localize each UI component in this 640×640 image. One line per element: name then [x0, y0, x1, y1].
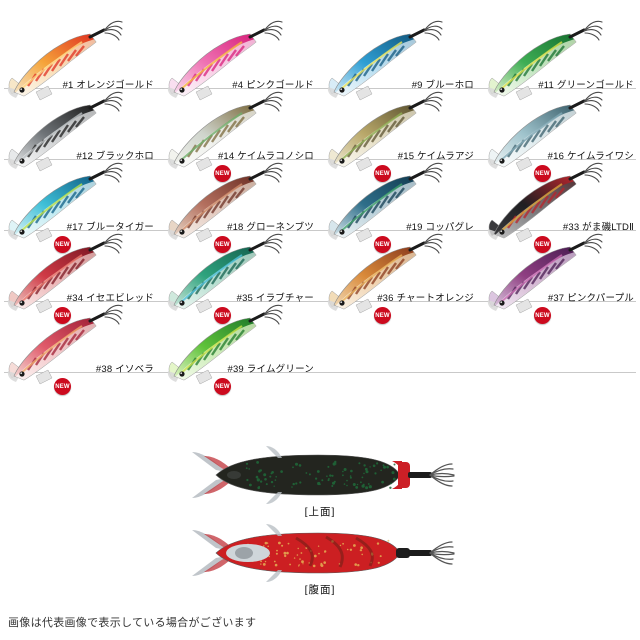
color-variant-item[interactable]: #38 イソベラNEW: [0, 318, 160, 389]
color-row: #34 イセエビレッドNEW: [0, 247, 640, 318]
color-variant-item[interactable]: #11 グリーンゴールド: [480, 34, 640, 105]
top-view-label: [上面]: [0, 504, 640, 519]
color-variant-label: #15 ケイムラアジ: [398, 151, 474, 163]
color-variant-label: #33 がま磯LTDⅡ: [563, 222, 634, 234]
color-variant-item[interactable]: #18 グローネンブツNEW: [160, 176, 320, 247]
color-variant-label: #36 チャートオレンジ: [377, 293, 474, 305]
color-variant-item[interactable]: #19 コッパグレNEW: [320, 176, 480, 247]
color-variant-item[interactable]: #9 ブルーホロ: [320, 34, 480, 105]
color-row: #17 ブルータイガーNEW: [0, 176, 640, 247]
color-variant-item[interactable]: #17 ブルータイガーNEW: [0, 176, 160, 247]
view-illustrations: [上面]: [0, 440, 640, 605]
color-row: #38 イソベラNEW: [0, 318, 640, 389]
color-variant-label: #11 グリーンゴールド: [538, 80, 634, 92]
color-row: #12 ブラックホロ: [0, 105, 640, 176]
color-variant-label: #4 ピンクゴールド: [232, 80, 314, 92]
color-variant-item[interactable]: #37 ピンクパープルNEW: [480, 247, 640, 318]
color-variant-label: #39 ライムグリーン: [227, 364, 314, 376]
color-variation-grid: #1 オレンジゴールド: [0, 0, 640, 430]
color-variant-item[interactable]: #4 ピンクゴールド: [160, 34, 320, 105]
color-variant-item[interactable]: #15 ケイムラアジNEW: [320, 105, 480, 176]
belly-view-label: [腹面]: [0, 582, 640, 597]
color-variant-label: #17 ブルータイガー: [67, 222, 154, 234]
color-variant-item[interactable]: #36 チャートオレンジNEW: [320, 247, 480, 318]
color-variant-label: #1 オレンジゴールド: [63, 80, 154, 92]
color-variant-label: #37 ピンクパープル: [548, 293, 634, 305]
color-row: #1 オレンジゴールド: [0, 34, 640, 105]
lure-top-view: [186, 446, 456, 504]
color-variant-label: #12 ブラックホロ: [77, 151, 155, 163]
color-variant-label: #34 イセエビレッド: [67, 293, 154, 305]
new-badge: NEW: [214, 378, 231, 395]
color-variant-item[interactable]: #14 ケイムラコノシロNEW: [160, 105, 320, 176]
color-variant-item[interactable]: #12 ブラックホロ: [0, 105, 160, 176]
color-variant-label: #14 ケイムラコノシロ: [218, 151, 314, 163]
color-variant-item[interactable]: #34 イセエビレッドNEW: [0, 247, 160, 318]
color-variant-label: #38 イソベラ: [96, 364, 154, 376]
color-variant-item[interactable]: #1 オレンジゴールド: [0, 34, 160, 105]
color-variant-label: #16 ケイムライワシ: [548, 151, 634, 163]
color-variant-label: #35 イラブチャー: [237, 293, 314, 305]
color-variant-item[interactable]: #16 ケイムライワシNEW: [480, 105, 640, 176]
color-variant-label: #18 グローネンブツ: [227, 222, 314, 234]
lure-belly-view: [186, 524, 456, 582]
color-variant-item[interactable]: #39 ライムグリーンNEW: [160, 318, 320, 389]
color-variant-label: #9 ブルーホロ: [412, 80, 474, 92]
disclaimer-note: 画像は代表画像で表示している場合がございます: [8, 614, 256, 630]
new-badge: NEW: [54, 378, 71, 395]
color-variant-label: #19 コッパグレ: [406, 222, 474, 234]
color-variant-item[interactable]: #33 がま磯LTDⅡNEW: [480, 176, 640, 247]
color-variant-item[interactable]: #35 イラブチャーNEW: [160, 247, 320, 318]
